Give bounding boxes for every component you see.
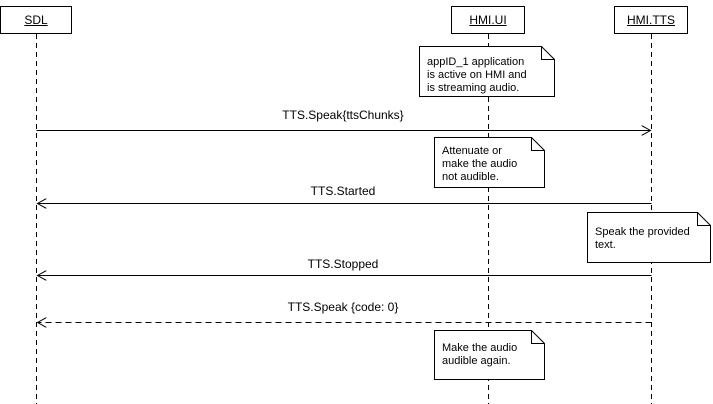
note-attenuate: Attenuate or make the audio not audible.: [442, 145, 518, 183]
note-app-active-shape: [419, 46, 555, 97]
participant-hmi-tts-label: HMI.TTS: [627, 13, 675, 27]
note-audible-again-shape: [434, 330, 545, 380]
note-attenuate-shape: [434, 137, 545, 188]
note-audible-again: Make the audio audible again.: [442, 342, 518, 367]
participant-sdl-label: SDL: [24, 13, 48, 27]
note-speak-text-shape: [587, 212, 711, 263]
note-speak-text: Speak the provided text.: [595, 226, 690, 251]
note-app-active: appID_1 application is active on HMI and…: [427, 56, 527, 94]
participant-hmi-ui-label: HMI.UI: [469, 13, 507, 27]
message-tts-started: TTS.Started: [310, 184, 376, 198]
participant-hmi-ui: HMI.UI: [451, 6, 525, 34]
participant-sdl: SDL: [0, 6, 72, 34]
participant-hmi-tts: HMI.TTS: [614, 6, 688, 34]
message-tts-speak-request: TTS.Speak{ttsChunks}: [282, 108, 404, 122]
message-tts-stopped: TTS.Stopped: [307, 257, 379, 271]
message-tts-speak-response: TTS.Speak {code: 0}: [287, 300, 399, 314]
